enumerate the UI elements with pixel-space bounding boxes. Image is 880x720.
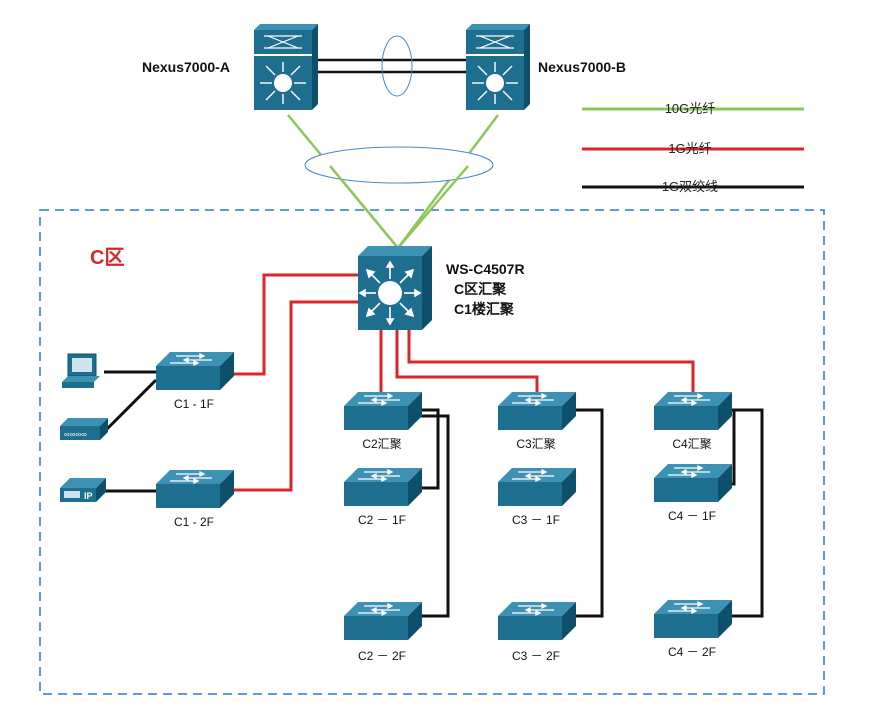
c2-agg-label: C2汇聚 — [362, 437, 401, 451]
switch-c2-1f-icon[interactable] — [343, 467, 423, 507]
pc-icon[interactable] — [62, 353, 100, 388]
c4-2f-label: C4 － 2F — [668, 645, 716, 659]
c3-2f-label: C3 － 2F — [512, 649, 560, 663]
switch-c2-2f-icon[interactable] — [343, 601, 423, 641]
zone-c-label: C区 — [90, 247, 124, 269]
switch-c3-agg-icon[interactable] — [497, 391, 577, 431]
switch-c1-1f-icon[interactable] — [155, 351, 235, 391]
switch-c4-1f-icon[interactable] — [653, 463, 733, 503]
c2-1f-label: C2 － 1F — [358, 513, 406, 527]
agg-role-label: C区汇聚 — [454, 281, 507, 297]
nexus7000-a-icon[interactable] — [254, 24, 318, 110]
c1-1f-label: C1 - 1F — [174, 397, 214, 411]
svg-text:IP: IP — [84, 491, 93, 501]
switch-c3-1f-icon[interactable] — [497, 467, 577, 507]
switch-c2-agg-icon[interactable] — [343, 391, 423, 431]
svg-text:∞∞∞∞: ∞∞∞∞ — [64, 430, 87, 439]
modem-icon[interactable]: ∞∞∞∞ — [60, 418, 108, 440]
agg-building-label: C1楼汇聚 — [454, 301, 515, 317]
c4-agg-label: C4汇聚 — [672, 437, 711, 451]
nexus7000-a-label: Nexus7000-A — [142, 59, 230, 75]
nexus7000-b-icon[interactable] — [466, 24, 530, 110]
legend-1g-copper-label: 1G双绞线 — [662, 179, 718, 194]
switch-c3-2f-icon[interactable] — [497, 601, 577, 641]
uplink-10g-b — [397, 114, 499, 249]
agg-model-label: WS-C4507R — [446, 261, 525, 277]
uplink-bundle-ellipse — [304, 146, 494, 184]
nexus7000-b-label: Nexus7000-B — [538, 59, 626, 75]
switch-c4-2f-icon[interactable] — [653, 599, 733, 639]
copper-links — [102, 370, 764, 618]
fiber-links — [234, 273, 695, 492]
ws-c4507r-icon[interactable] — [357, 245, 433, 331]
ip-phone-icon[interactable]: IP — [60, 478, 106, 502]
core-bundle-ellipse — [381, 35, 413, 97]
c2-2f-label: C2 － 2F — [358, 649, 406, 663]
c3-agg-label: C3汇聚 — [516, 437, 555, 451]
c1-2f-label: C1 - 2F — [174, 515, 214, 529]
c4-1f-label: C4 － 1F — [668, 509, 716, 523]
c3-1f-label: C3 － 1F — [512, 513, 560, 527]
switch-c4-agg-icon[interactable] — [653, 391, 733, 431]
legend: 10G光纤 1G光纤 1G双绞线 — [582, 101, 804, 194]
switch-c1-2f-icon[interactable] — [155, 469, 235, 509]
legend-1g-fiber-label: 1G光纤 — [668, 141, 711, 156]
legend-10g-label: 10G光纤 — [665, 101, 716, 116]
